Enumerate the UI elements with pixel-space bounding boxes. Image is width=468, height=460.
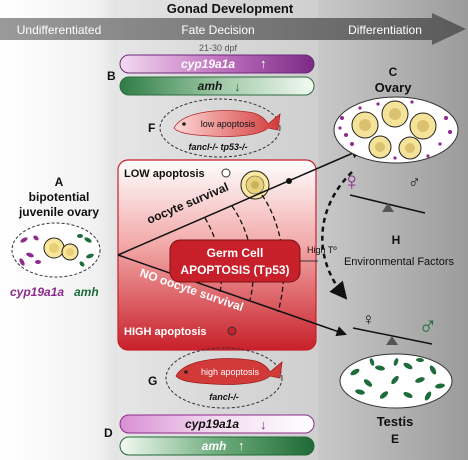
header-title: Gonad Development [167, 1, 294, 16]
d-cyp19a1a-label: cyp19a1a [185, 417, 239, 431]
low-apoptosis-marker [221, 168, 231, 178]
high-temp-label: High Tº [307, 245, 337, 255]
germ-cell-apoptosis-box: Germ Cell APOPTOSIS (Tp53) [169, 239, 301, 283]
amh-bar-up: amh ↑ [119, 436, 315, 456]
stage-undifferentiated: Undifferentiated [17, 23, 102, 37]
female-symbol-icon: ♀ [342, 166, 362, 196]
female-dominant-balance: ♀ ♂ [342, 166, 426, 214]
high-apoptosis-label: HIGH apoptosis [124, 326, 207, 338]
b-down-arrow-icon: ↓ [234, 79, 241, 94]
apoptosis-tp53-label: APOPTOSIS (Tp53) [180, 263, 289, 277]
panel-h-letter: H [392, 233, 401, 247]
panel-g-letter: G [148, 374, 157, 388]
panel-b-letter: B [107, 69, 116, 83]
g-fish-outline [165, 347, 283, 409]
testis-label: Testis [377, 414, 414, 429]
male-dominant-balance: ♀ ♂ [352, 310, 438, 345]
f-genotype: fancl-/- tp53-/- [188, 142, 247, 152]
f-fish-outline [159, 98, 281, 158]
oocyte-survival-arrow [117, 148, 362, 256]
ovary-icon [333, 96, 459, 164]
stage-differentiation: Differentiation [348, 23, 422, 37]
g-genotype: fancl-/- [209, 392, 239, 402]
panel-a-letter: A [55, 175, 64, 189]
a-bipotential-label: bipotential [29, 190, 90, 204]
b-amh-label: amh [198, 79, 223, 93]
f-fish-icon [173, 110, 281, 137]
a-cyp19a1a-label: cyp19a1a [10, 285, 64, 299]
stage-fate-decision: Fate Decision [181, 23, 254, 37]
d-up-arrow-icon: ↑ [238, 438, 245, 453]
b-up-arrow-icon: ↑ [260, 56, 267, 71]
amh-bar-down: amh ↓ [119, 76, 315, 96]
panel-d-letter: D [104, 426, 113, 440]
survival-dot [286, 178, 292, 184]
germ-cell-label: Germ Cell [207, 246, 264, 260]
male-symbol-large-icon: ♂ [418, 310, 438, 340]
testis-icon [339, 353, 453, 409]
bipotential-gonad-icon [11, 222, 101, 278]
panel-c-letter: C [389, 65, 398, 79]
female-symbol-small-icon: ♀ [362, 310, 375, 329]
ovary-label: Ovary [375, 80, 413, 95]
d-amh-label: amh [202, 439, 227, 453]
panel-e-letter: E [391, 432, 399, 446]
male-symbol-icon: ♂ [408, 173, 421, 192]
gonad-development-header: Gonad Development Undifferentiated Fate … [0, 1, 466, 45]
b-cyp19a1a-label: cyp19a1a [181, 57, 235, 71]
d-down-arrow-icon: ↓ [260, 417, 267, 432]
a-juvenile-ovary-label: juvenile ovary [18, 205, 99, 219]
g-fish-text: high apoptosis [201, 367, 260, 377]
no-oocyte-survival-arrow [117, 254, 347, 337]
cyp19a1a-bar-up: cyp19a1a ↑ [119, 54, 315, 74]
environmental-factors-label: Environmental Factors [344, 256, 455, 268]
dpf-label: 21-30 dpf [199, 43, 238, 53]
a-amh-label: amh [74, 285, 99, 299]
panel-f-letter: F [148, 121, 155, 135]
environment-dashed-arrow [321, 171, 353, 300]
g-fish-icon [175, 358, 283, 385]
cyp19a1a-bar-down: cyp19a1a ↓ [119, 414, 315, 434]
low-apoptosis-label: LOW apoptosis [124, 168, 205, 180]
f-fish-text: low apoptosis [201, 119, 256, 129]
high-apoptosis-marker [227, 326, 237, 336]
